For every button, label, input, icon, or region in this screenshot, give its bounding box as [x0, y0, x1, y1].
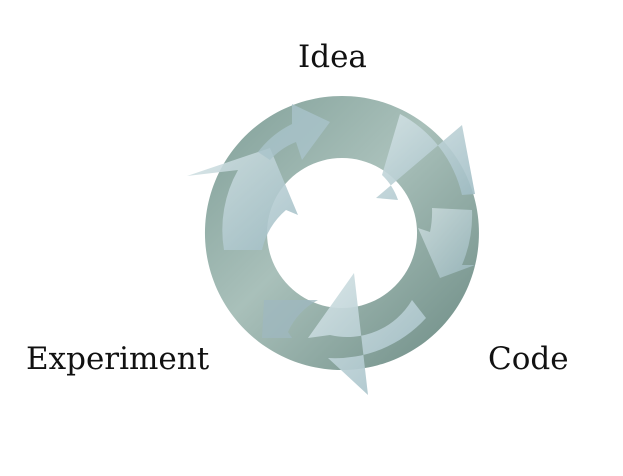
cycle-arrow-top-left — [258, 104, 330, 160]
cycle-arrow-top — [376, 114, 475, 200]
label-code: Code — [488, 341, 569, 377]
cycle-arrow-bottom — [308, 273, 426, 395]
label-idea: Idea — [298, 39, 367, 75]
cycle-arrow-left — [187, 148, 298, 250]
label-experiment: Experiment — [26, 341, 210, 377]
cycle-arrow-right — [418, 208, 475, 278]
cycle-arrow-bottom-left — [262, 300, 318, 338]
